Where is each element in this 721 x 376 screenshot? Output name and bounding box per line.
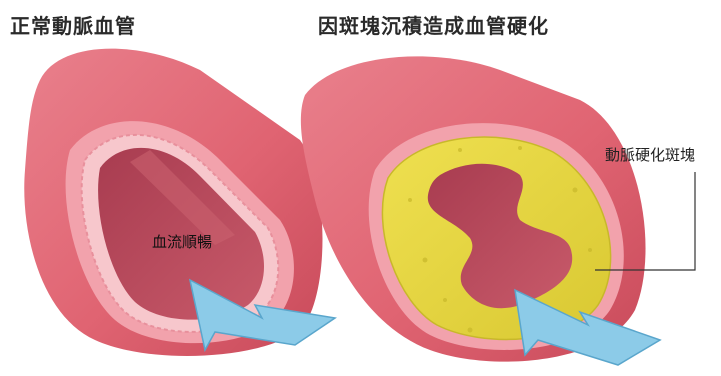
plaque-label: 動脈硬化斑塊 [605,144,695,165]
normal-artery [24,49,335,356]
blood-flow-label: 血流順暢 [152,231,212,252]
hardened-artery [301,56,695,365]
